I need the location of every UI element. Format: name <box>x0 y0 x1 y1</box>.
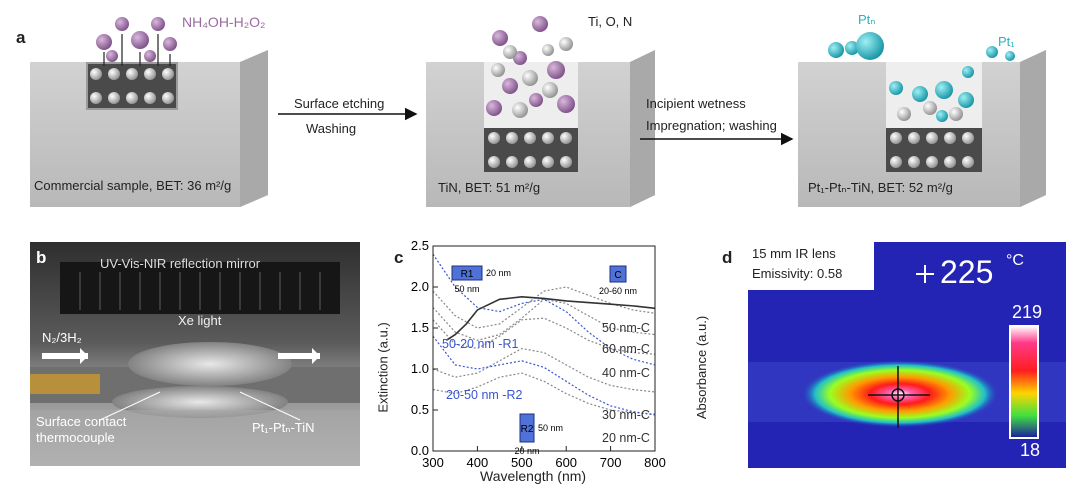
xe-light-label: Xe light <box>178 313 222 328</box>
sample-label: Pt₁-Ptₙ-TiN <box>252 420 315 435</box>
series-label: 60 nm-C <box>602 342 650 356</box>
svg-text:20 nm: 20 nm <box>514 446 539 456</box>
gas-label: N₂/3H₂ <box>42 330 82 345</box>
temperature-unit: °C <box>1006 252 1024 269</box>
svg-text:C: C <box>614 270 621 281</box>
svg-text:R2: R2 <box>521 424 534 435</box>
series-label: 20-50 nm -R2 <box>446 388 522 402</box>
x-axis-label: Wavelength (nm) <box>480 468 587 484</box>
series-label: 20 nm-C <box>602 431 650 445</box>
scale-min-label: 18 <box>1020 440 1041 460</box>
block-tin <box>426 50 655 207</box>
pt-1-label: Pt₁ <box>998 34 1015 49</box>
panel-b-label: b <box>36 248 47 267</box>
caption-tin: TiN, BET: 51 m²/g <box>438 180 541 195</box>
block1-molecules <box>96 17 177 66</box>
block1-lattice <box>90 68 174 104</box>
x-tick-label: 700 <box>600 455 622 470</box>
series-line-1 <box>432 298 656 341</box>
series-line-0 <box>432 286 656 329</box>
svg-text:50 nm: 50 nm <box>538 423 563 433</box>
step2-top-label: Incipient wetness <box>646 96 746 111</box>
inset-c: C 20-60 nm <box>599 265 637 296</box>
y-tick-label: 1.0 <box>411 361 429 376</box>
extinction-chart: 300 400 500 600 700 800 0.0 0.5 1.0 1.5 2.0 2.5 50 … <box>411 238 666 470</box>
series-label: 50 nm-C <box>602 321 650 335</box>
series-label: 40 nm-C <box>602 366 650 380</box>
y-tick-label: 2.0 <box>411 279 429 294</box>
block2-ejected-atoms <box>486 16 575 118</box>
series-label: 50-20 nm -R1 <box>442 337 518 351</box>
temperature-readout: 225 <box>940 254 994 290</box>
caption-commercial: Commercial sample, BET: 36 m²/g <box>34 178 232 193</box>
step1-top-label: Surface etching <box>294 96 385 111</box>
svg-text:20-60 nm: 20-60 nm <box>599 286 637 296</box>
y-tick-label: 1.5 <box>411 320 429 335</box>
pt-n-label: Ptₙ <box>858 12 876 27</box>
step1-bottom-label: Washing <box>306 121 357 136</box>
step2-bottom-label: Impregnation; washing <box>646 118 777 133</box>
y-axis-right-label: Absorbance (a.u.) <box>694 315 710 420</box>
x-tick-label: 600 <box>555 455 577 470</box>
panel-a-schematic <box>30 16 1046 207</box>
series-line-3 <box>432 347 656 393</box>
y-axis-label: Extinction (a.u.) <box>375 322 391 413</box>
caption-pt-tin: Pt₁-Ptₙ-TiN, BET: 52 m²/g <box>808 180 953 195</box>
x-tick-label: 400 <box>467 455 489 470</box>
inset-r2: R2 50 nm 20 nm <box>514 413 563 456</box>
inset-r1: R1 20 nm 50 nm <box>451 265 511 294</box>
plot-frame <box>432 245 656 452</box>
mirror-label: UV-Vis-NIR reflection mirror <box>100 256 261 271</box>
block2-lattice <box>488 132 572 168</box>
block3-lattice <box>890 101 974 168</box>
x-tick-label: 500 <box>511 455 533 470</box>
series-line-2 <box>432 317 656 355</box>
thermocouple-label: Surface contact thermocouple <box>36 414 127 445</box>
scale-max-label: 219 <box>1012 302 1043 322</box>
y-tick-label: 0.5 <box>411 402 429 417</box>
svg-text:50 nm: 50 nm <box>454 284 479 294</box>
x-tick-label: 300 <box>422 455 444 470</box>
emissivity-label: Emissivity: 0.58 <box>752 266 843 281</box>
block3-pt-clusters <box>828 32 1015 122</box>
elements-label: Ti, O, N <box>588 14 633 29</box>
panel-c-label: c <box>394 248 404 267</box>
panel-d-label: d <box>722 248 733 267</box>
thermal-image <box>748 242 1066 468</box>
series-line-4 <box>432 372 656 415</box>
series-line-7 <box>445 296 656 341</box>
svg-text:R1: R1 <box>461 269 474 280</box>
reagent-label: NH₄OH-H₂O₂ <box>182 14 266 30</box>
y-tick-label: 0.0 <box>411 443 429 458</box>
svg-text:20 nm: 20 nm <box>486 268 511 278</box>
series-label: 30 nm-C <box>602 408 650 422</box>
x-tick-label: 800 <box>644 455 666 470</box>
lens-label: 15 mm IR lens <box>752 246 836 261</box>
panel-a-label: a <box>16 28 26 47</box>
y-tick-label: 2.5 <box>411 238 429 253</box>
panel-b-photo <box>30 242 360 466</box>
